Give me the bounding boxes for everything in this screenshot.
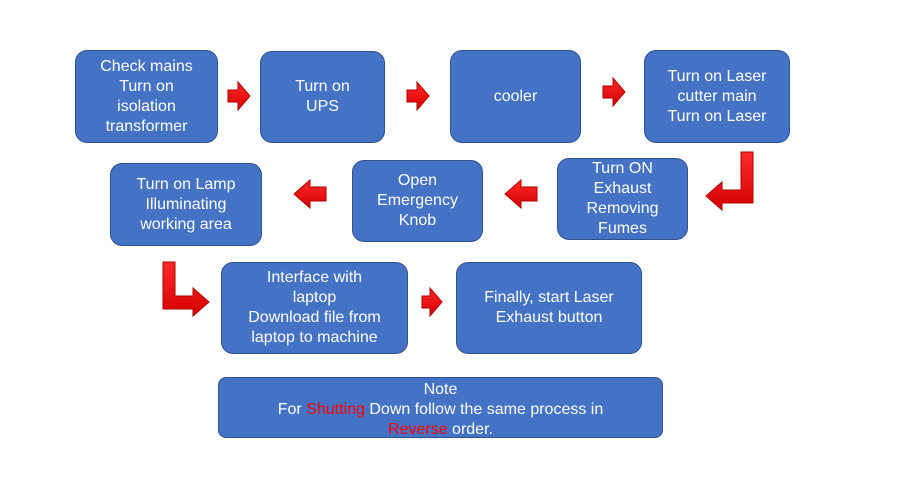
arrow-bend-down-right [162, 261, 210, 318]
step-check-mains: Check mains Turn on isolation transforme… [75, 50, 218, 143]
step-line: transformer [105, 117, 188, 135]
arrow-right-1 [227, 80, 251, 112]
step-line: Turn on Laser [667, 107, 767, 125]
step-turn-on-exhaust: Turn ON Exhaust Removing Fumes [557, 158, 688, 240]
step-cooler: cooler [450, 50, 581, 143]
arrow-left-1 [504, 178, 538, 210]
step-line: laptop to machine [251, 329, 378, 346]
note-text: Down follow the same process in [364, 401, 604, 418]
step-line: Turn on Laser [667, 67, 767, 85]
step-line: Fumes [598, 220, 647, 237]
note-line-2: For Shutting Down follow the same proces… [219, 400, 662, 420]
arrow-right-2 [406, 80, 430, 112]
note-title: Note [423, 381, 458, 398]
step-line: Removing [586, 200, 659, 217]
arrow-right-4 [421, 286, 443, 318]
step-line: Emergency [377, 192, 458, 209]
step-open-emergency-knob: Open Emergency Knob [352, 160, 483, 242]
step-line: Turn on [119, 77, 174, 95]
step-line: Check mains [100, 57, 193, 75]
step-line: Illuminating [145, 195, 227, 213]
step-interface-with-laptop: Interface with laptop Download file from… [221, 262, 408, 354]
step-line: cooler [493, 87, 538, 105]
step-line: UPS [306, 98, 339, 115]
note-text: For [277, 401, 307, 418]
arrow-bend-down-left [705, 151, 754, 212]
note-highlight-shutting: Shutting [306, 401, 365, 418]
step-turn-on-laser: Turn on Laser cutter main Turn on Laser [644, 50, 790, 143]
arrow-left-2 [293, 178, 327, 210]
step-line: Open [397, 172, 438, 189]
step-turn-on-ups: Turn on UPS [260, 51, 385, 143]
note-highlight-reverse: Reverse [388, 421, 448, 438]
step-line: isolation [117, 97, 176, 115]
step-line: working area [140, 215, 232, 233]
step-line: Exhaust [593, 180, 652, 197]
step-line: Interface with [266, 269, 363, 286]
arrow-right-3 [602, 76, 626, 108]
step-line: Turn on Lamp [136, 175, 236, 193]
step-line: laptop [292, 289, 337, 306]
step-line: Turn ON [592, 160, 653, 177]
step-line: Finally, start Laser [484, 289, 614, 306]
step-turn-on-lamp: Turn on Lamp Illuminating working area [110, 163, 262, 246]
step-line: Exhaust button [495, 309, 603, 326]
note-line-3: Reverse order. [219, 420, 662, 440]
note-box: Note For Shutting Down follow the same p… [218, 377, 663, 438]
step-line: Knob [398, 212, 437, 229]
note-text: order. [447, 421, 493, 438]
step-line: Download file from [248, 309, 381, 326]
step-line: Turn on [295, 78, 350, 95]
step-line: cutter main [677, 87, 757, 105]
step-finally-start-laser: Finally, start Laser Exhaust button [456, 262, 642, 354]
